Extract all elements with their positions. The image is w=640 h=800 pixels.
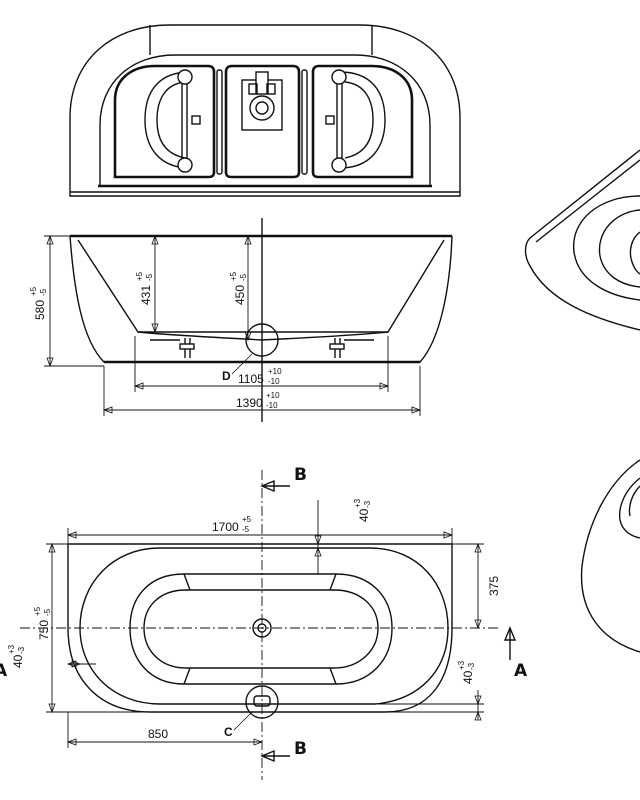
- dim-580-tol-lower: -5: [39, 288, 48, 296]
- perspective-view-fragment: [524, 149, 640, 653]
- dim-1105-tol-lower: -10: [268, 377, 280, 386]
- dim-431-tol-upper: +5: [135, 271, 144, 281]
- section-b-top-label: B: [294, 465, 307, 485]
- dim-750-tol-upper: +5: [33, 606, 42, 616]
- dim-431-tol-lower: -5: [145, 273, 154, 281]
- dim-40-left-tol-lower: -3: [17, 646, 26, 654]
- section-b-bottom-label: B: [294, 739, 307, 759]
- dim-450-label: 450: [233, 285, 247, 305]
- detail-c-label: C: [224, 725, 233, 739]
- dim-1390-label: 1390: [236, 396, 263, 410]
- dim-40-left-tol-upper: +3: [7, 644, 16, 654]
- dim-750-label: 750: [37, 620, 51, 640]
- dim-1105-tol-upper: +10: [268, 367, 282, 376]
- plan-view: B B A A 1700 +5 -5 40 +3 -3 750 +5: [0, 465, 528, 780]
- dim-580-label: 580: [33, 300, 47, 320]
- dim-450-tol-lower: -5: [239, 273, 248, 281]
- dim-40-top-label: 40: [357, 508, 371, 522]
- detail-d-label: D: [222, 369, 231, 383]
- section-a-left-label: A: [0, 661, 8, 681]
- dim-1105-label: 1105: [238, 372, 264, 386]
- dim-850-label: 850: [148, 727, 168, 741]
- dim-40-right-tol-lower: -3: [467, 662, 476, 670]
- dim-431-label: 431: [139, 285, 153, 305]
- dim-580-tol-upper: +5: [29, 286, 38, 296]
- dim-450-tol-upper: +5: [229, 271, 238, 281]
- dim-40-right-tol-upper: +3: [457, 660, 466, 670]
- dim-40-right-label: 40: [461, 670, 475, 684]
- dim-1390-tol-upper: +10: [266, 391, 280, 400]
- dim-40-top-tol-lower: -3: [363, 500, 372, 508]
- section-a-right-label: A: [514, 661, 528, 681]
- front-view: 580 +5 -5 431 +5 -5 450 +5 -5 D 1105 +10…: [29, 218, 453, 422]
- dim-40-top-tol-upper: +3: [353, 498, 362, 508]
- dim-750-tol-lower: -5: [43, 608, 52, 616]
- dim-40-left-label: 40: [11, 654, 25, 668]
- dim-1700-tol-upper: +5: [242, 515, 252, 524]
- dim-1700-label: 1700: [212, 520, 239, 534]
- dim-375-label: 375: [487, 576, 501, 596]
- dim-1700-tol-lower: -5: [242, 525, 250, 534]
- top-view: [69, 24, 461, 197]
- dim-1390-tol-lower: -10: [266, 401, 278, 410]
